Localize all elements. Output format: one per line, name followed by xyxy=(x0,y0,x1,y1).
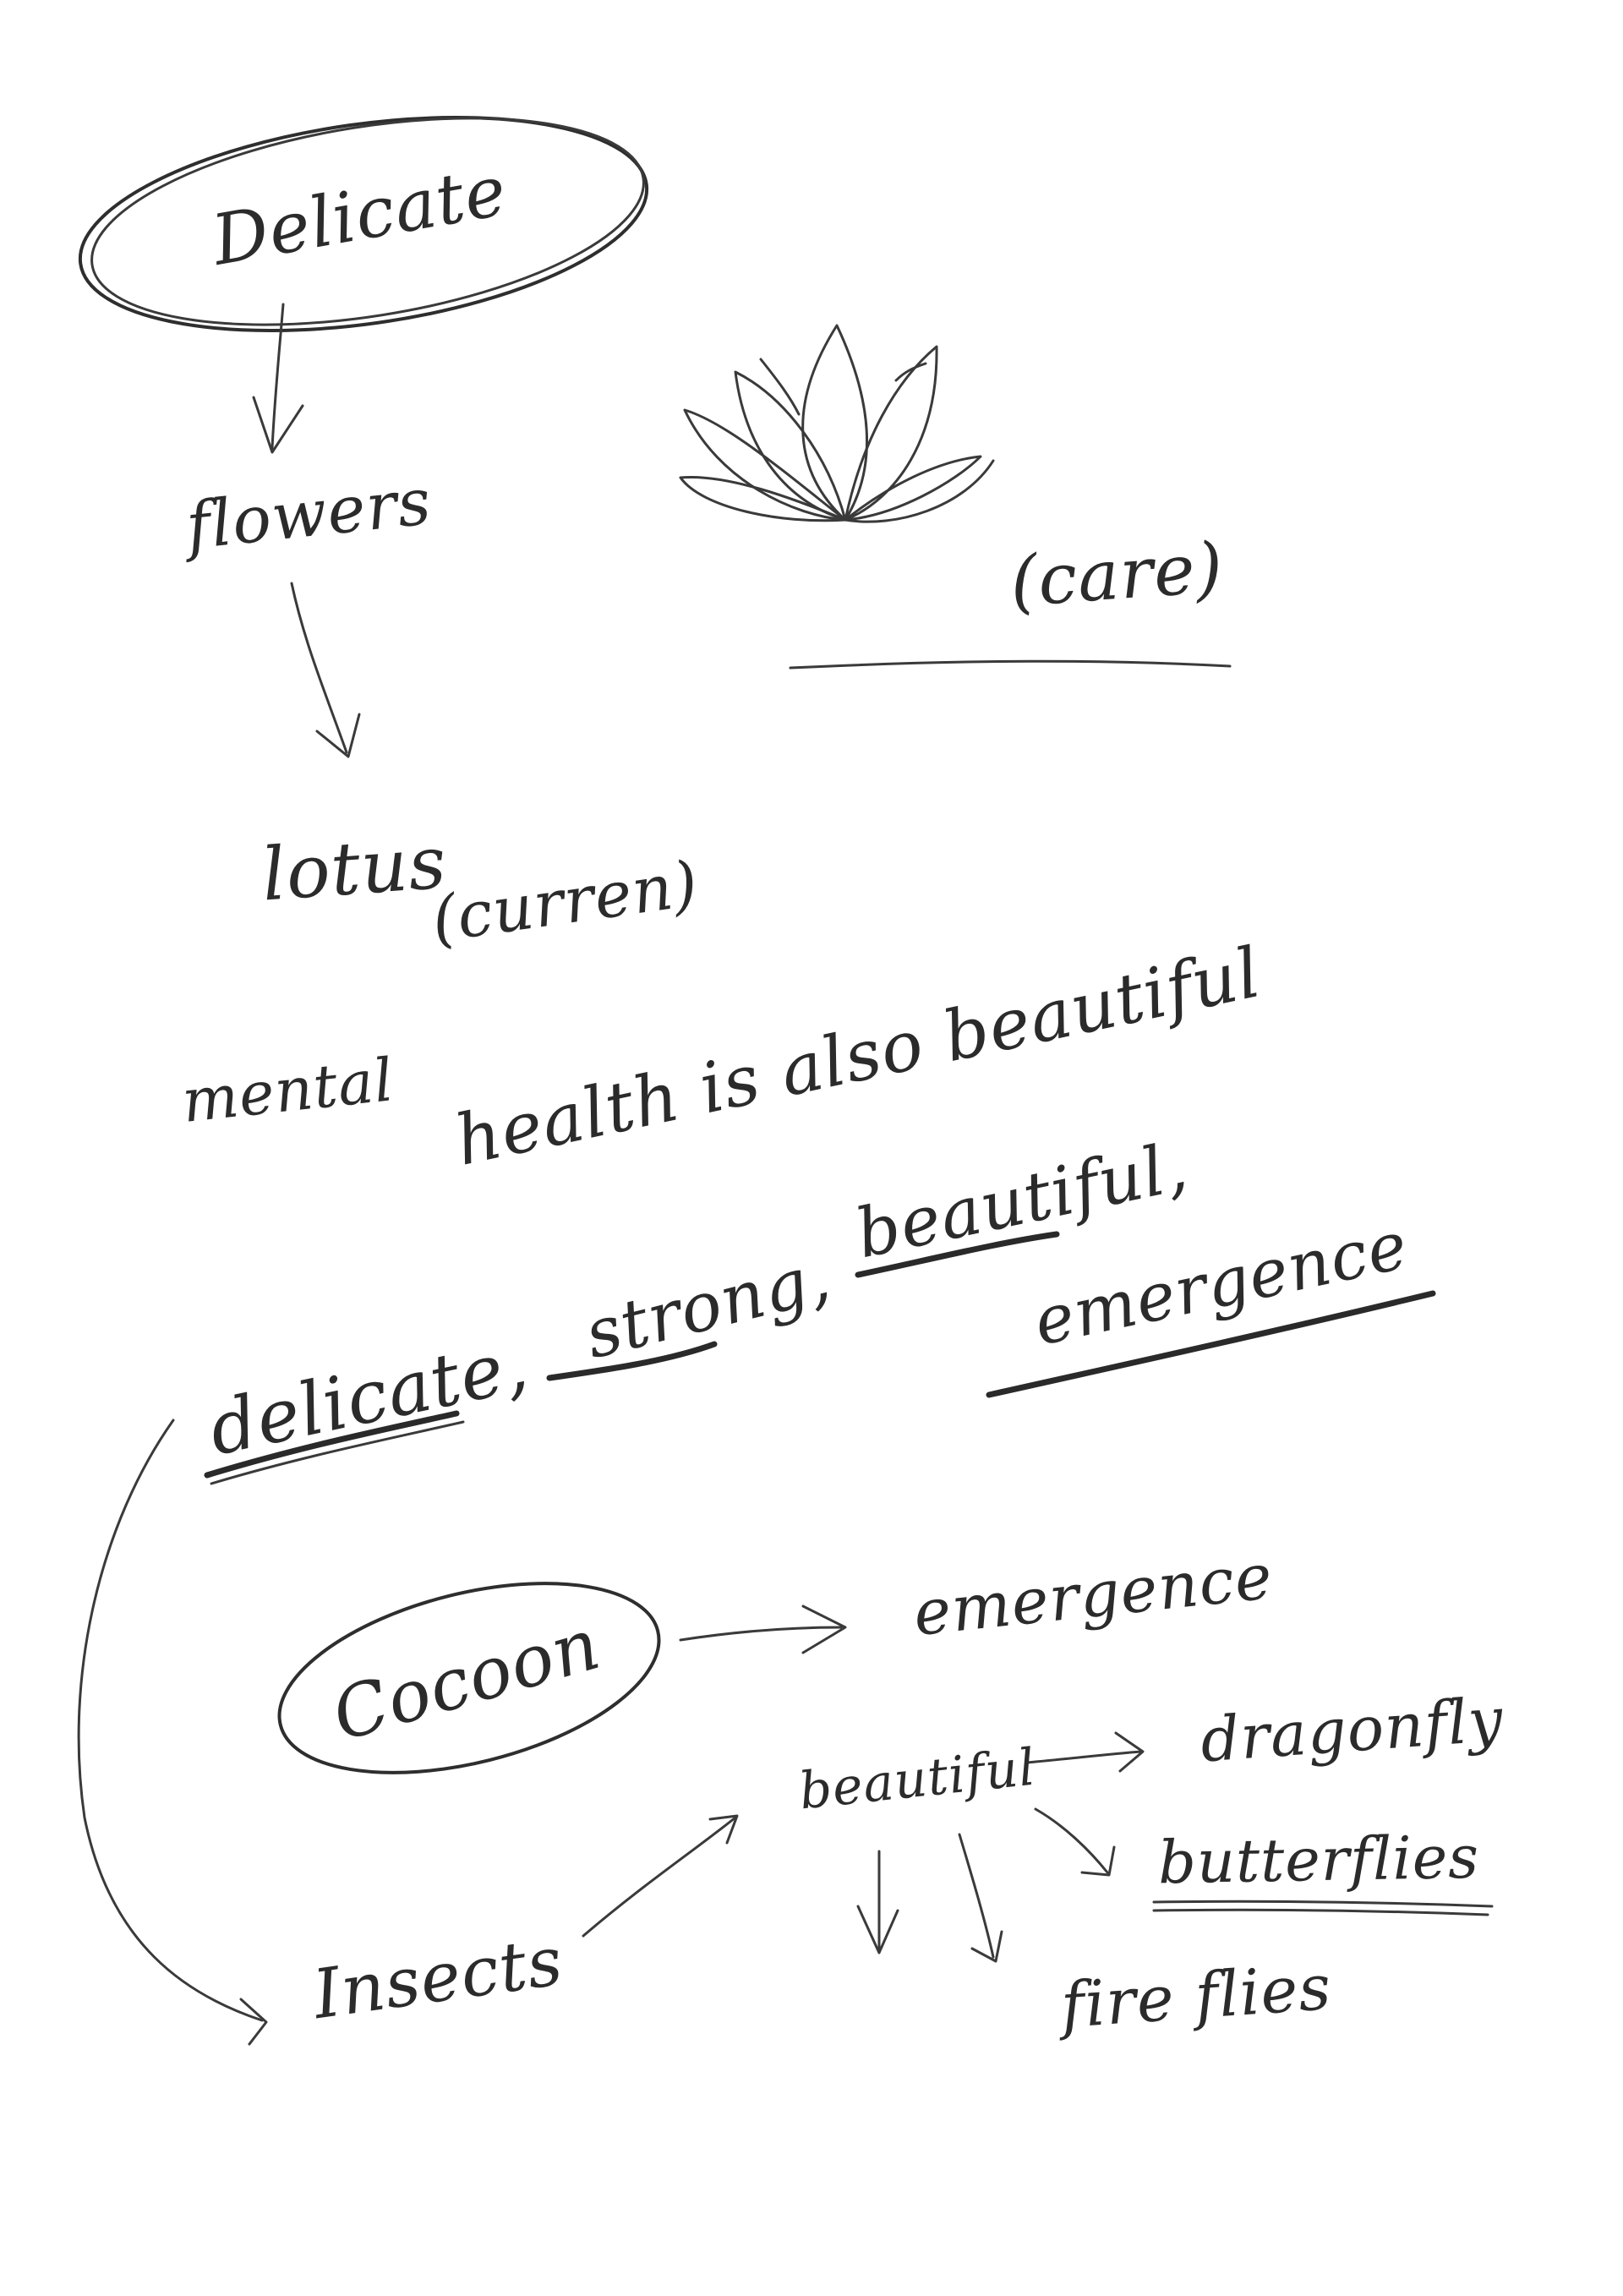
delicate-underline xyxy=(204,1410,460,1479)
cocoon-ellipse xyxy=(277,1582,661,1774)
care-underline xyxy=(789,659,1232,670)
butterflies-label: butterflies xyxy=(1157,1822,1480,1898)
arrow-flowers-to-lotus xyxy=(290,582,348,754)
arrow-cocoon-to-emergence xyxy=(679,1626,843,1642)
arrow-beautiful-to-butterflies xyxy=(1034,1807,1109,1874)
arrow-beautiful-to-fireflies xyxy=(958,1833,995,1959)
lotus-label: lotus xyxy=(259,820,450,918)
arrow-beautiful-to-dragonfly xyxy=(1025,1750,1143,1764)
delicate-ellipse xyxy=(78,116,649,332)
butterflies-underline xyxy=(1152,1900,1494,1908)
arrow-delicate-to-flowers xyxy=(270,303,285,450)
lotus-flower-icon xyxy=(679,324,995,523)
beautiful-underline xyxy=(855,1231,1060,1278)
fireflies-label: fire flies xyxy=(1058,1950,1334,2043)
care-label: (care) xyxy=(1007,528,1227,623)
arrow-insects-to-beautiful xyxy=(582,1816,737,1938)
arrow-delicate-to-insects xyxy=(77,1419,264,2022)
emergence-underline xyxy=(986,1290,1436,1398)
strong-underline xyxy=(546,1341,718,1381)
